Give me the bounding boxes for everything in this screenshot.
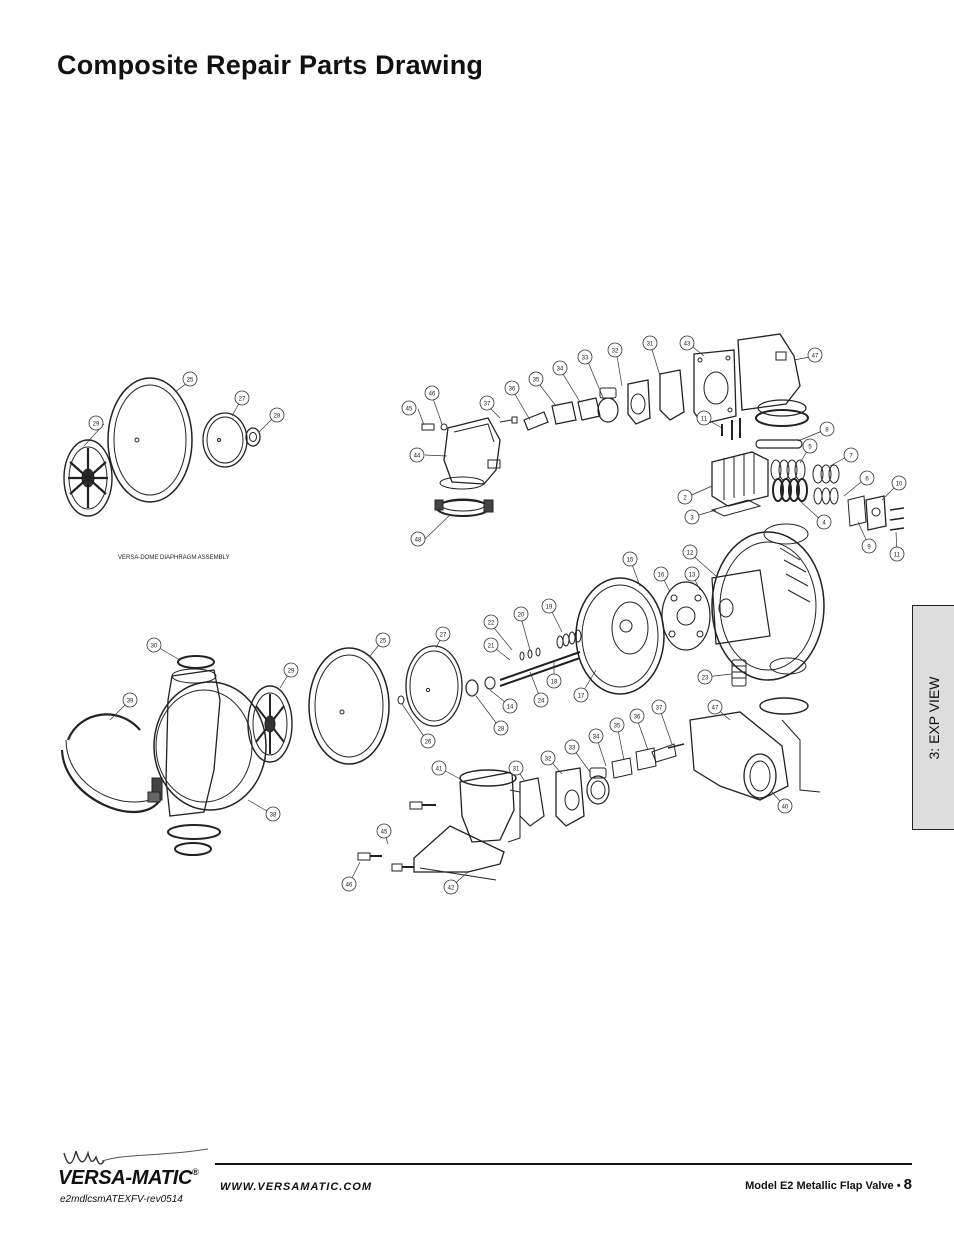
washer-part [245,427,261,447]
brand-wordmark: VERSA-MATIC® [58,1167,199,1190]
brand-name: VERSA-MATIC [58,1167,193,1189]
callout-35: 35 [533,378,540,384]
registered-mark: ® [192,1167,199,1177]
callout-48: 48 [415,538,422,544]
callout-26: 26 [425,740,432,746]
versa-dome-assembly [63,377,261,517]
callout-22: 22 [488,621,495,627]
footer-rule [215,1163,912,1165]
section-tab: 3: EXP VIEW [912,605,954,830]
callout-45: 45 [381,830,388,836]
backup-disc-part [202,412,248,468]
callout-6: 6 [865,477,869,483]
callout-35: 35 [614,724,621,730]
callout-38: 38 [270,813,277,819]
callout-8: 8 [825,428,829,434]
callout-13: 13 [689,573,696,579]
callout-47: 47 [812,354,819,360]
page-title: Composite Repair Parts Drawing [57,50,484,80]
callout-46: 46 [429,392,436,398]
callout-31: 31 [513,767,520,773]
callout-41: 41 [436,767,443,773]
callout-42: 42 [448,886,455,892]
upper-manifold-group [421,333,809,517]
callout-37: 37 [484,402,491,408]
center-section-group [465,523,825,697]
callout-16: 16 [658,573,665,579]
callout-23: 23 [702,676,709,682]
callout-45: 45 [406,407,413,413]
callout-34: 34 [593,735,600,741]
callout-20: 20 [518,613,525,619]
document-code: e2mdlcsmATEXFV-rev0514 [60,1194,183,1205]
callout-47: 47 [712,706,719,712]
callout-33: 33 [582,356,589,362]
callout-32: 32 [545,757,552,763]
callout-33: 33 [569,746,576,752]
spoked-plate-part [63,439,113,517]
callout-32: 32 [612,349,619,355]
callout-7: 7 [849,454,853,460]
website-link[interactable]: WWW.VERSAMATIC.COM [220,1181,373,1193]
callout-43: 43 [684,342,691,348]
callout-15: 15 [627,558,634,564]
callout-28: 28 [274,414,281,420]
model-footer: Model E2 Metallic Flap Valve • 8 [745,1176,912,1193]
callout-17: 17 [578,694,585,700]
callout-36: 36 [634,715,641,721]
model-label: Model E2 Metallic Flap Valve • [745,1180,901,1192]
callout-10: 10 [896,482,903,488]
callout-5: 5 [808,445,812,451]
callout-2: 2 [683,496,687,502]
callout-4: 4 [822,521,826,527]
callout-27: 27 [239,397,246,403]
callout-30: 30 [151,644,158,650]
callout-34: 34 [557,367,564,373]
callout-37: 37 [656,706,663,712]
callout-9: 9 [867,545,871,551]
assembly-caption: VERSA-DOME DIAPHRAGM ASSEMBLY [118,555,230,561]
callout-25: 25 [380,639,387,645]
callout-29: 29 [288,669,295,675]
callout-27: 27 [440,633,447,639]
callout-28: 28 [498,727,505,733]
diaphragm-part [107,377,193,503]
callout-25: 25 [187,378,194,384]
callout-36: 36 [509,387,516,393]
callout-19: 19 [546,605,553,611]
callout-24: 24 [538,699,545,705]
callout-12: 12 [687,551,694,557]
callout-46: 46 [346,883,353,889]
callout-11: 11 [894,553,901,559]
callout-31: 31 [647,342,654,348]
callout-18: 18 [551,680,558,686]
section-tab-label: 3: EXP VIEW [925,676,942,759]
callout-44: 44 [414,454,421,460]
callout-40: 40 [782,805,789,811]
callout-39: 39 [127,699,134,705]
callout-29: 29 [93,422,100,428]
callout-11: 11 [701,417,708,423]
callout-3: 3 [690,516,694,522]
air-valve-group [710,418,905,531]
callout-21: 21 [488,644,495,650]
versa-matic-logo [63,1148,209,1165]
page-number: 8 [903,1176,912,1193]
callout-14: 14 [507,705,514,711]
